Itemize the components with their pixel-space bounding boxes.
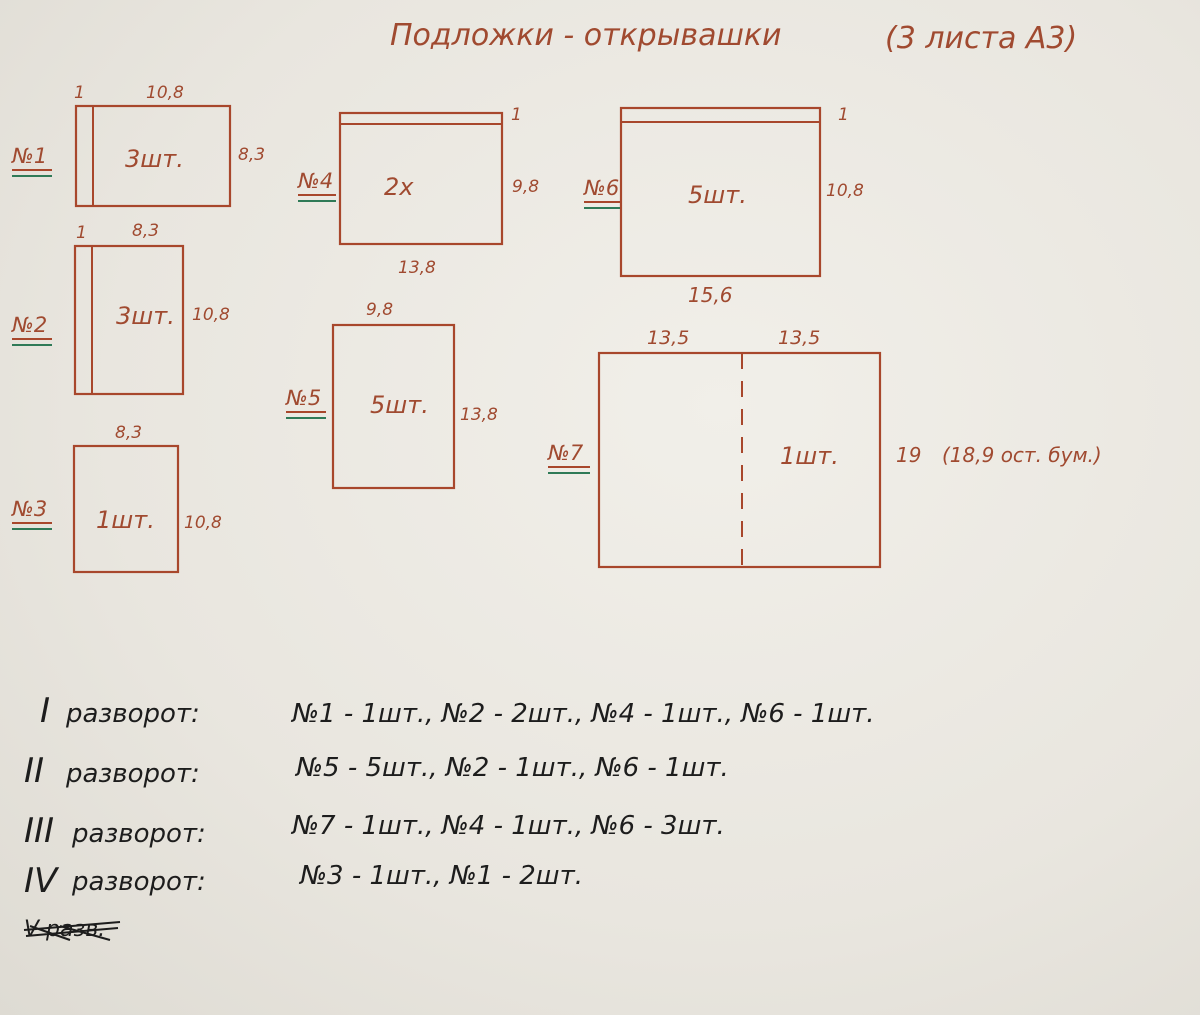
spread-3: III разворот: №7 - 1шт., №4 - 1шт., №6 -… xyxy=(24,811,725,851)
piece-4-outline xyxy=(338,111,504,246)
spread-2-items: №5 - 5шт., №2 - 1шт., №6 - 1шт. xyxy=(294,753,729,783)
piece-2: 1 8,3 10,8 3шт. №2 xyxy=(11,221,230,396)
piece-7-dim-left: 13,5 xyxy=(647,327,689,349)
spread-2-word: разворот: xyxy=(65,759,200,789)
piece-7-id: №7 xyxy=(547,441,584,465)
piece-2-count: 3шт. xyxy=(116,302,175,330)
spread-4-numeral: IV xyxy=(24,861,60,901)
strikethrough-scribble xyxy=(23,921,121,941)
piece-6-dim-height: 10,8 xyxy=(826,181,864,201)
piece-1-dim-height: 8,3 xyxy=(238,145,265,165)
piece-3: 8,3 10,8 1шт. №3 xyxy=(11,423,222,574)
spread-5-crossed: V разв. xyxy=(23,917,121,942)
spread-1: I разворот: №1 - 1шт., №2 - 2шт., №4 - 1… xyxy=(40,691,875,731)
piece-5-outline xyxy=(331,323,456,490)
piece-7: 13,5 13,5 19 (18,9 ост. бум.) 1шт. №7 xyxy=(547,327,1102,569)
piece-4-dim-strip: 1 xyxy=(511,105,522,125)
spread-2: II разворот: №5 - 5шт., №2 - 1шт., №6 - … xyxy=(24,751,729,791)
piece-3-dim-width: 8,3 xyxy=(115,423,142,443)
spread-3-numeral: III xyxy=(24,811,54,851)
piece-6-id: №6 xyxy=(583,176,619,200)
piece-7-count: 1шт. xyxy=(780,442,839,470)
spread-4-word: разворот: xyxy=(71,867,206,897)
piece-7-outline xyxy=(597,351,882,569)
piece-5-count: 5шт. xyxy=(370,391,429,419)
spread-4: IV разворот: №3 - 1шт., №1 - 2шт. xyxy=(24,861,583,901)
piece-1-id: №1 xyxy=(11,144,47,168)
spread-1-numeral: I xyxy=(40,691,50,731)
piece-5-id: №5 xyxy=(285,386,321,410)
piece-7-dim-height: 19 xyxy=(896,443,921,467)
piece-5: 9,8 13,8 5шт. №5 xyxy=(285,300,498,490)
piece-5-dim-height: 13,8 xyxy=(460,405,498,425)
spread-3-word: разворот: xyxy=(71,819,206,849)
spread-1-items: №1 - 1шт., №2 - 2шт., №4 - 1шт., №6 - 1ш… xyxy=(290,699,875,729)
spread-1-word: разворот: xyxy=(65,699,200,729)
piece-6-count: 5шт. xyxy=(688,181,747,209)
spread-3-items: №7 - 1шт., №4 - 1шт., №6 - 3шт. xyxy=(290,811,725,841)
piece-1-dim-width: 10,8 xyxy=(146,83,184,103)
piece-6-dim-strip: 1 xyxy=(838,105,849,125)
piece-4-count: 2х xyxy=(384,173,414,201)
piece-2-dim-height: 10,8 xyxy=(192,305,230,325)
spreads-list: I разворот: №1 - 1шт., №2 - 2шт., №4 - 1… xyxy=(23,691,875,942)
piece-4-id: №4 xyxy=(297,169,333,193)
piece-1-outline xyxy=(74,104,232,208)
piece-3-dim-height: 10,8 xyxy=(184,513,222,533)
piece-4-dim-width: 13,8 xyxy=(398,258,436,278)
piece-6: 1 10,8 15,6 5шт. №6 xyxy=(583,105,864,307)
piece-4: 1 9,8 13,8 2х №4 xyxy=(297,105,539,278)
piece-7-dim-right: 13,5 xyxy=(778,327,820,349)
piece-3-count: 1шт. xyxy=(96,506,155,534)
spread-2-numeral: II xyxy=(24,751,44,791)
spread-4-items: №3 - 1шт., №1 - 2шт. xyxy=(298,861,583,891)
piece-2-id: №2 xyxy=(11,313,47,337)
piece-2-dim-strip: 1 xyxy=(76,223,87,243)
piece-6-outline xyxy=(619,106,822,278)
piece-3-outline xyxy=(72,444,180,574)
piece-1-dim-strip: 1 xyxy=(74,83,85,103)
piece-2-outline xyxy=(73,244,185,396)
piece-1-count: 3шт. xyxy=(125,145,184,173)
piece-1: 1 10,8 8,3 3шт. №1 xyxy=(11,83,265,208)
piece-5-dim-width: 9,8 xyxy=(366,300,393,320)
piece-4-dim-height: 9,8 xyxy=(512,177,539,197)
piece-6-dim-width: 15,6 xyxy=(688,283,733,307)
piece-7-note: (18,9 ост. бум.) xyxy=(942,443,1102,467)
page-title: Подложки - открывашки xyxy=(390,18,782,53)
piece-3-id: №3 xyxy=(11,497,47,521)
piece-2-dim-width: 8,3 xyxy=(132,221,159,241)
title-note: (3 листа А3) xyxy=(885,21,1077,56)
